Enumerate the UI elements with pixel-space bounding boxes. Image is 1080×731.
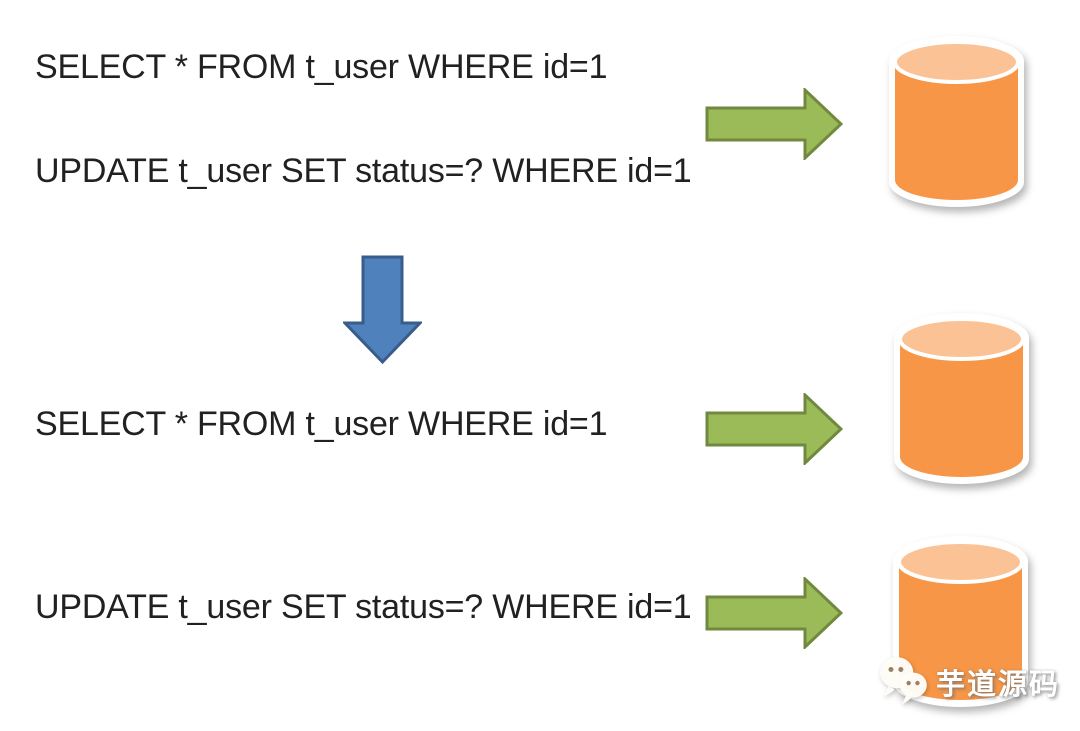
right-arrow-icon [705,577,843,649]
right-arrow-icon [705,393,843,465]
database-icon [894,313,1029,484]
right-arrow-icon [705,88,843,160]
sql-select-after: SELECT * FROM t_user WHERE id=1 [35,405,608,443]
sql-update-after: UPDATE t_user SET status=? WHERE id=1 [35,588,692,626]
watermark: 芋道源码 [879,655,1060,709]
database-icon [893,536,1028,707]
wechat-icon [880,657,927,705]
watermark-text: 芋道源码 [936,669,1061,701]
sql-select-before: SELECT * FROM t_user WHERE id=1 [35,48,608,86]
down-arrow-icon [343,255,422,365]
database-icon [889,36,1024,207]
sql-update-before: UPDATE t_user SET status=? WHERE id=1 [35,152,692,190]
